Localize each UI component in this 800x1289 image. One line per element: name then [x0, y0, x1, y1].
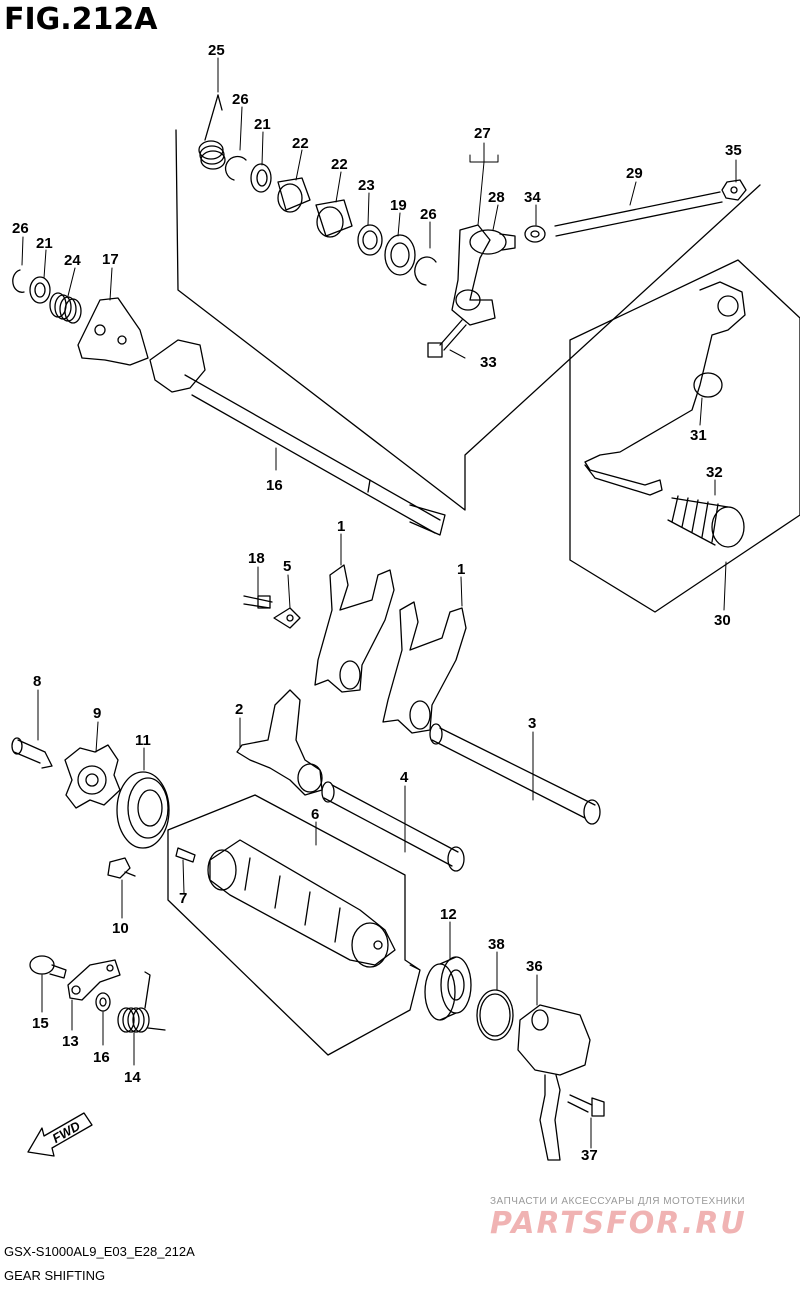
- callout-15: 15: [32, 1015, 49, 1032]
- leader-lines: [21, 57, 737, 1149]
- group-box-shift-shaft: [175, 129, 761, 511]
- bushing-22-a: [277, 177, 311, 213]
- fwd-label: FWD: [50, 1118, 84, 1146]
- bolt-37: [567, 1094, 605, 1117]
- callout-4: 4: [400, 769, 409, 786]
- callout-33: 33: [480, 354, 497, 371]
- bearing-12: [424, 956, 472, 1021]
- callout-22-b: 22: [331, 156, 348, 173]
- callout-23: 23: [358, 177, 375, 194]
- callout-19: 18: [248, 550, 265, 567]
- shift-arm-27: [451, 224, 496, 326]
- shift-fork-1-a: [314, 564, 395, 693]
- callout-31: 31: [690, 427, 707, 444]
- callout-26-middle: 26: [420, 206, 437, 223]
- nut-35: [721, 179, 747, 201]
- fork-shaft-3: [429, 723, 601, 825]
- callout-17: 16: [266, 477, 283, 494]
- nut-34: [524, 225, 546, 243]
- callout-6: 6: [311, 806, 319, 823]
- callout-20: 19: [390, 197, 407, 214]
- oil-seal-23: [357, 224, 383, 256]
- callout-36: 36: [526, 958, 543, 975]
- shift-fork-2: [236, 689, 323, 796]
- bolt-8: [11, 737, 53, 769]
- plate-18: [77, 297, 149, 366]
- callout-27: 27: [474, 125, 491, 142]
- footpeg-rubber-32: [667, 495, 745, 548]
- callout-10: 10: [112, 920, 129, 937]
- fork-shaft-4: [321, 781, 465, 872]
- callout-7: 7: [179, 890, 187, 907]
- callout-26-left: 26: [12, 220, 29, 237]
- plate-5: [273, 607, 301, 629]
- callout-13: 13: [62, 1033, 79, 1050]
- callout-1-a: 1: [337, 518, 345, 535]
- washer-16: [95, 992, 111, 1012]
- callout-3: 3: [528, 715, 536, 732]
- callout-14: 14: [124, 1069, 141, 1086]
- figure-code: GSX-S1000AL9_E03_E28_212A: [4, 1244, 195, 1259]
- shift-fork-1-b: [382, 601, 467, 734]
- stopper-plate-13: [67, 959, 121, 1001]
- bolt-10: [107, 857, 136, 879]
- callout-30: 30: [714, 612, 731, 629]
- bushing-28: [469, 229, 516, 255]
- group-box-shift-lever: [569, 259, 800, 613]
- group-box-gearshift-cam: [167, 794, 421, 1056]
- callout-29: 29: [626, 165, 643, 182]
- figure-name: GEAR SHIFTING: [4, 1268, 106, 1283]
- watermark-logo: PARTSFOR.RU: [490, 1206, 747, 1241]
- watermark-tagline: ЗАПЧАСТИ И АКСЕССУАРЫ ДЛЯ МОТОТЕХНИКИ: [490, 1196, 746, 1207]
- callout-11: 11: [135, 732, 151, 749]
- callout-8: 8: [33, 673, 41, 690]
- seal-20: [384, 234, 416, 276]
- callout-32: 32: [706, 464, 723, 481]
- gearshift-lever-31: [584, 281, 746, 496]
- gear-position-sensor-36: [517, 1004, 591, 1161]
- circlip-26-left: [12, 269, 25, 293]
- callout-16: 16: [93, 1049, 110, 1066]
- callout-34: 34: [524, 189, 541, 206]
- callout-28: 28: [488, 189, 505, 206]
- callout-21-upper: 21: [254, 116, 271, 133]
- callout-38: 38: [488, 936, 505, 953]
- fwd-arrow: [27, 1112, 93, 1157]
- spring-24: [49, 292, 82, 324]
- cam-star-9: [64, 744, 121, 809]
- gearshift-cam-6: [207, 839, 396, 968]
- bearing-11: [116, 771, 170, 849]
- bolt-19: [243, 595, 273, 609]
- callout-2: 2: [235, 701, 243, 718]
- fig-title: FIG.212A: [4, 2, 158, 37]
- shift-shaft-17: [149, 339, 446, 536]
- washer-21-left: [29, 276, 51, 304]
- spring-14: [117, 971, 166, 1033]
- washer-21-upper: [250, 163, 272, 193]
- rod-29: [554, 191, 723, 237]
- callout-12: 12: [440, 906, 457, 923]
- callout-21-left: 21: [36, 235, 53, 252]
- callout-24: 24: [64, 252, 81, 269]
- callout-5: 5: [283, 558, 291, 575]
- callout-37: 37: [581, 1147, 598, 1164]
- callout-9: 9: [93, 705, 101, 722]
- bolt-33: [427, 319, 467, 358]
- callout-25: 25: [208, 42, 225, 59]
- circlip-26-middle: [414, 256, 437, 286]
- callout-18: 17: [102, 251, 119, 268]
- circlip-26-upper: [224, 155, 247, 181]
- callout-26-upper: 26: [232, 91, 249, 108]
- callout-22-a: 22: [292, 135, 309, 152]
- callout-35: 35: [725, 142, 742, 159]
- o-ring-38: [476, 989, 514, 1041]
- callout-1-b: 1: [457, 561, 465, 578]
- bushing-22-b: [315, 199, 353, 238]
- bolt-15: [29, 955, 67, 979]
- cam-pin-7: [175, 847, 196, 863]
- spring-25: [198, 94, 226, 170]
